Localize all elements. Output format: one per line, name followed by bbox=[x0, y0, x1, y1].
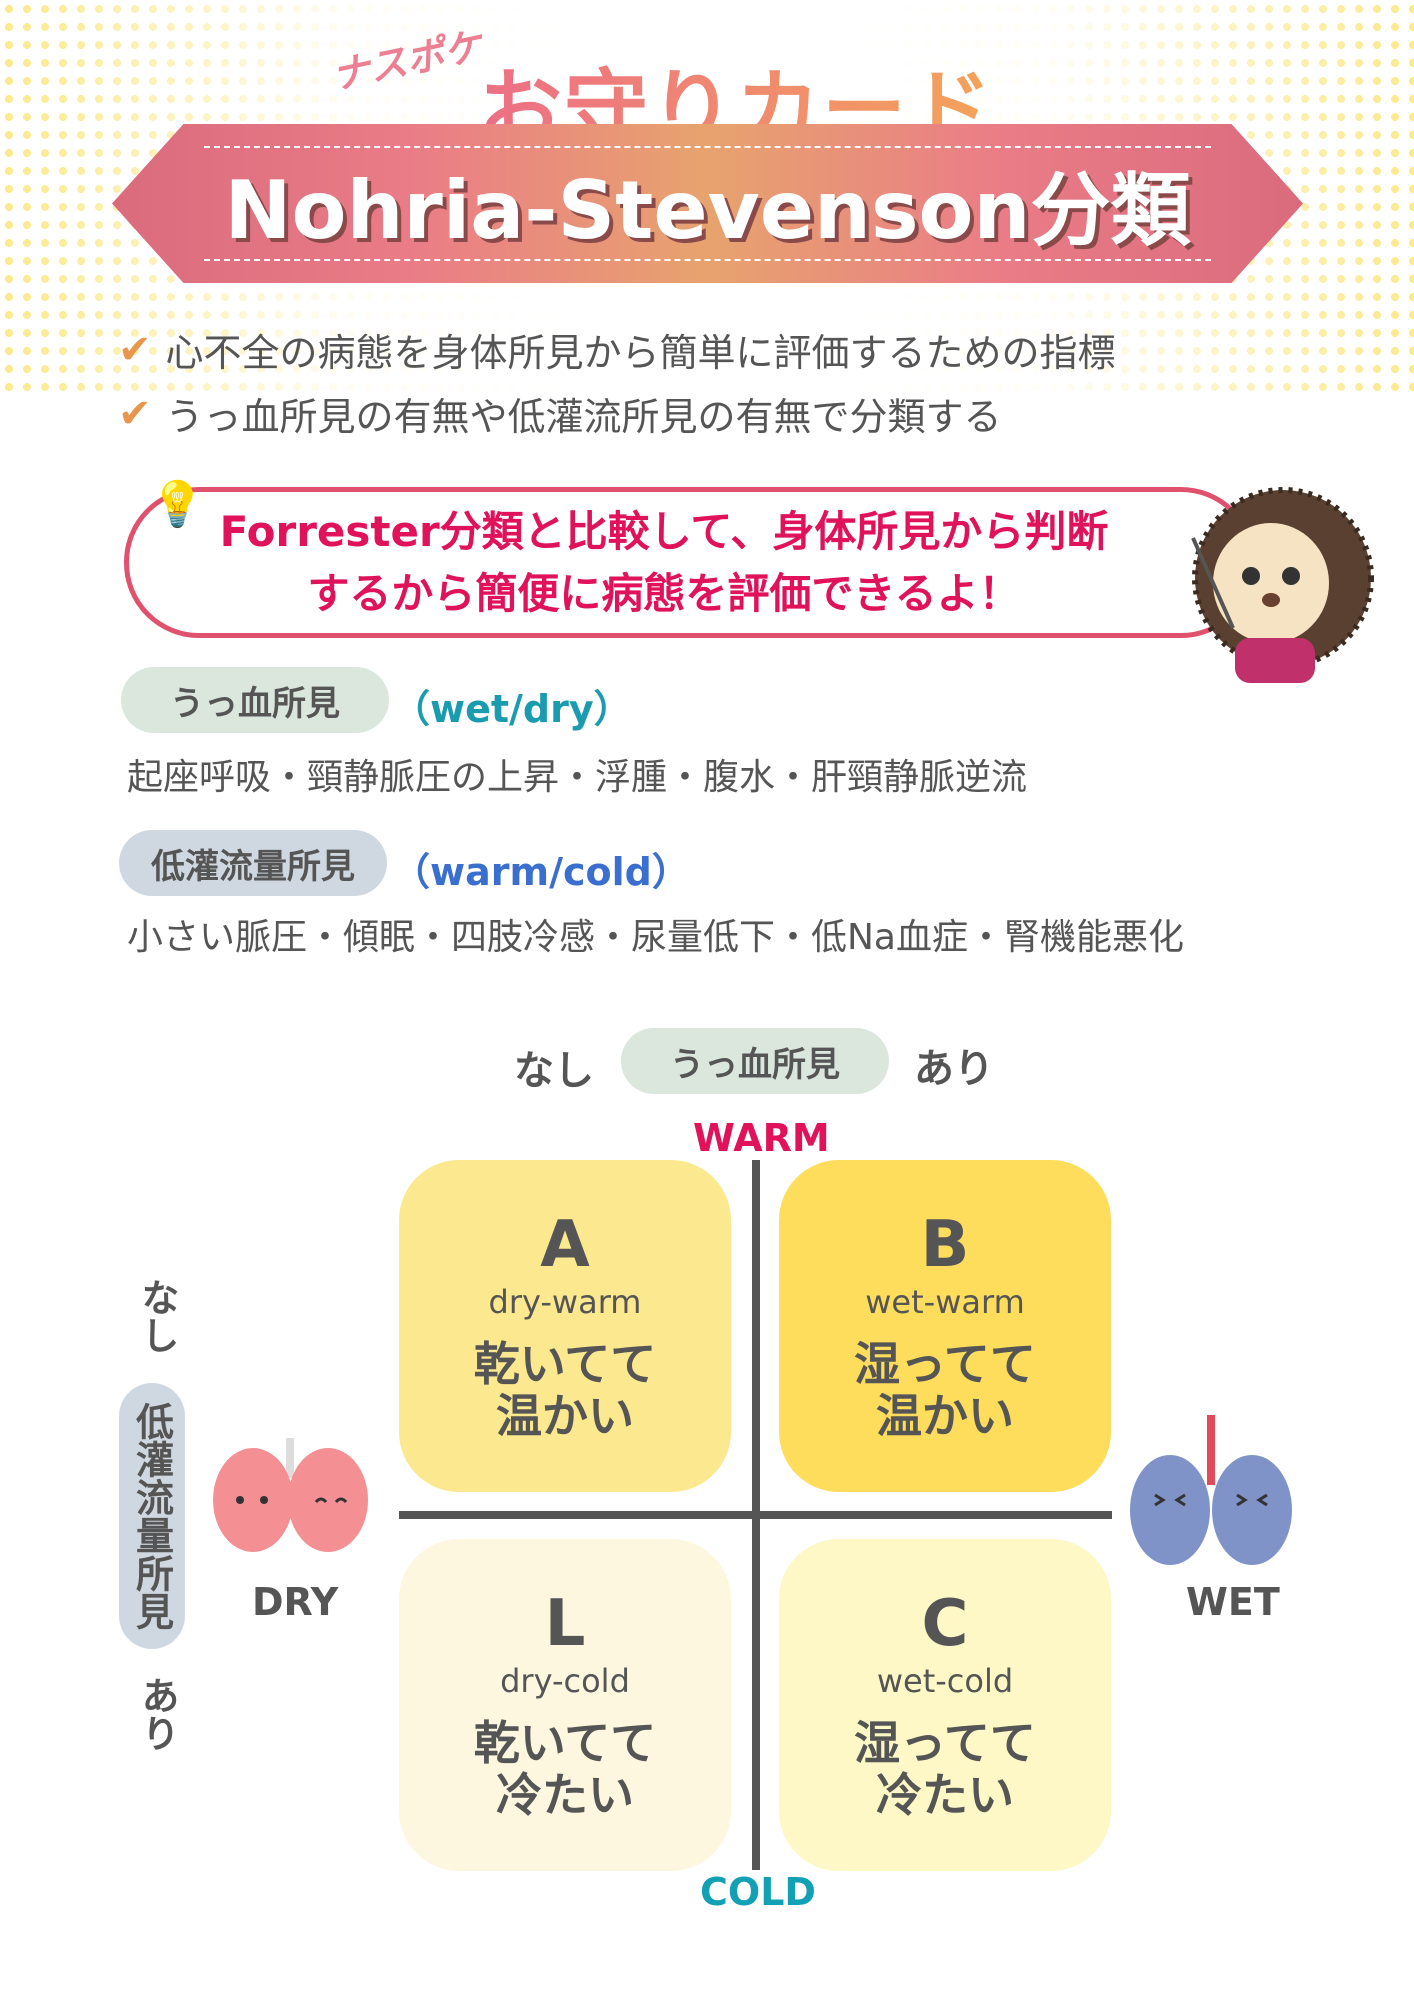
lightbulb-icon: 💡 bbox=[150, 479, 205, 530]
banner-title: Nohria-Stevenson分類 bbox=[224, 163, 1191, 257]
callout-line: するから簡便に病態を評価できるよ！ bbox=[307, 568, 1021, 618]
wet-dry-tag: （wet/dry） bbox=[392, 687, 632, 731]
left-axis-label: 低灌流量所見 bbox=[119, 1383, 185, 1649]
cell-letter: B bbox=[920, 1208, 970, 1282]
horizontal-axis-line bbox=[399, 1511, 1112, 1519]
top-axis-present: あり bbox=[914, 1046, 994, 1092]
check-icon: ✔ bbox=[118, 390, 152, 437]
title-banner bbox=[112, 124, 1303, 283]
callout-box bbox=[124, 487, 1256, 638]
callout-text: Forrester分類と比較して、身体所見から判断するから簡便に病態を評価できる… bbox=[124, 487, 1204, 638]
hedgehog-mascot-icon bbox=[1191, 487, 1374, 683]
congestion-findings: 起座呼吸・頸静脈圧の上昇・浮腫・腹水・肝頸静脈逆流 bbox=[127, 757, 1028, 798]
dry-label: DRY bbox=[252, 1580, 339, 1624]
bullet-text: 心不全の病態を身体所見から簡単に評価するための指標 bbox=[165, 331, 1116, 375]
cell-en: wet-cold bbox=[876, 1662, 1014, 1700]
cell-jp: 乾いてて 冷たい bbox=[473, 1716, 657, 1822]
hypoperfusion-findings: 小さい脈圧・傾眠・四肢冷感・尿量低下・低Na血症・腎機能悪化 bbox=[127, 917, 1184, 958]
wet-lungs-icon bbox=[1130, 1415, 1292, 1565]
cell-en: dry-cold bbox=[500, 1662, 630, 1700]
bullet-item: ✔ うっ血所見の有無や低灌流所見の有無で分類する bbox=[118, 386, 1002, 441]
left-axis-none: なし bbox=[135, 1278, 179, 1354]
cell-letter: A bbox=[540, 1208, 590, 1282]
cold-label: COLD bbox=[700, 1870, 816, 1914]
callout-line: Forrester分類と比較して、身体所見から判断 bbox=[219, 506, 1109, 556]
check-icon: ✔ bbox=[118, 326, 152, 373]
hypoperfusion-pill: 低灌流量所見 bbox=[119, 830, 387, 896]
cell-en: wet-warm bbox=[865, 1283, 1025, 1321]
cell-en: dry-warm bbox=[488, 1283, 642, 1321]
cell-jp: 湿ってて 温かい bbox=[854, 1337, 1036, 1443]
cell-letter: C bbox=[921, 1587, 969, 1661]
top-axis-none: なし bbox=[514, 1048, 594, 1094]
cell-jp: 湿ってて 冷たい bbox=[854, 1716, 1036, 1822]
congestion-pill: うっ血所見 bbox=[121, 667, 389, 733]
dry-lungs-icon bbox=[213, 1438, 368, 1552]
warm-label: WARM bbox=[693, 1116, 830, 1160]
bullet-text: うっ血所見の有無や低灌流所見の有無で分類する bbox=[165, 395, 1002, 439]
cell-jp: 乾いてて 温かい bbox=[473, 1337, 657, 1443]
left-axis-present: あり bbox=[135, 1676, 179, 1752]
cell-letter: L bbox=[544, 1587, 586, 1661]
bullet-item: ✔ 心不全の病態を身体所見から簡単に評価するための指標 bbox=[118, 322, 1116, 377]
wet-label: WET bbox=[1186, 1580, 1280, 1624]
top-axis-label: うっ血所見 bbox=[621, 1028, 889, 1094]
warm-cold-tag: （warm/cold） bbox=[392, 850, 690, 894]
